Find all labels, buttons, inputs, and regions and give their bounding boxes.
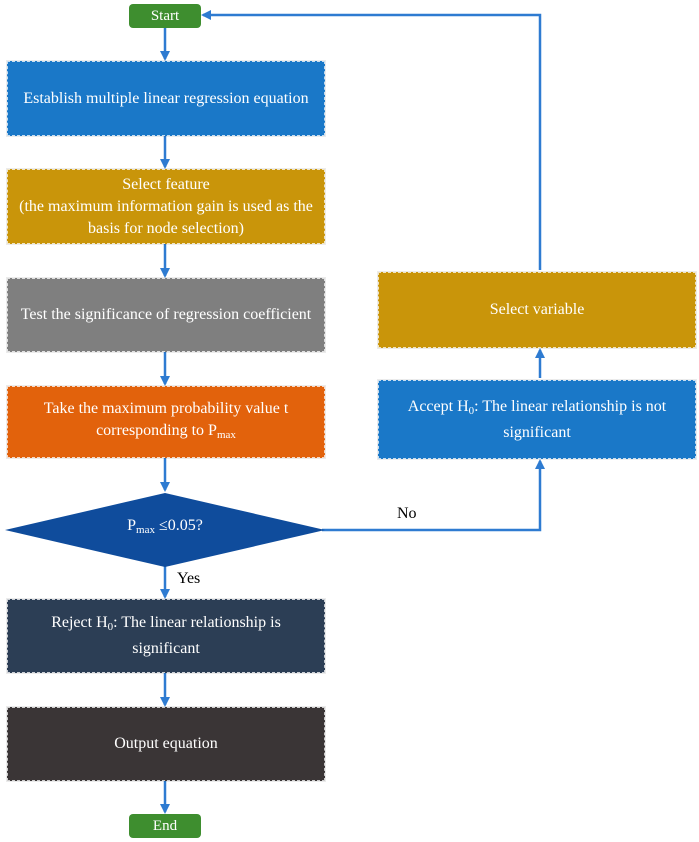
test-significance-label: Test the significance of regression coef… (20, 306, 312, 323)
take-max-label: Take the maximum probability value t cor… (43, 400, 289, 441)
edge-decision-accept (322, 459, 545, 532)
reject-h0-box: Reject H0: The linear relationship is si… (6, 598, 326, 674)
output-equation-box: Output equation (6, 706, 326, 782)
end-terminal: End (129, 814, 201, 838)
edge-label-yes: Yes (177, 570, 201, 587)
start-label: Start (150, 7, 180, 24)
establish-equation-box: Establish multiple linear regression equ… (6, 60, 326, 137)
accept-h0-box: Accept H0: The linear relationship is no… (377, 379, 697, 460)
select-feature-box: Select feature (the maximum information … (6, 168, 326, 245)
select-feature-title: Select feature (122, 175, 210, 193)
decision-diamond (5, 493, 325, 567)
edge-select-start (201, 10, 542, 270)
decision-label: Pmax ≤0.05? (127, 516, 203, 536)
establish-equation-label: Establish multiple linear regression equ… (23, 89, 309, 107)
select-variable-box: Select variable (377, 271, 697, 349)
reject-h0-label: Reject H0: The linear relationship is si… (51, 614, 281, 657)
end-label: End (152, 817, 178, 834)
accept-h0-label: Accept H0: The linear relationship is no… (407, 397, 667, 441)
test-significance-box: Test the significance of regression coef… (6, 277, 326, 353)
select-variable-label: Select variable (489, 301, 585, 318)
take-max-box: Take the maximum probability value t cor… (6, 385, 326, 459)
edge-label-no: No (397, 505, 417, 522)
output-equation-label: Output equation (114, 735, 218, 752)
start-terminal: Start (129, 4, 201, 28)
select-feature-note: (the maximum information gain is used as… (19, 197, 313, 237)
